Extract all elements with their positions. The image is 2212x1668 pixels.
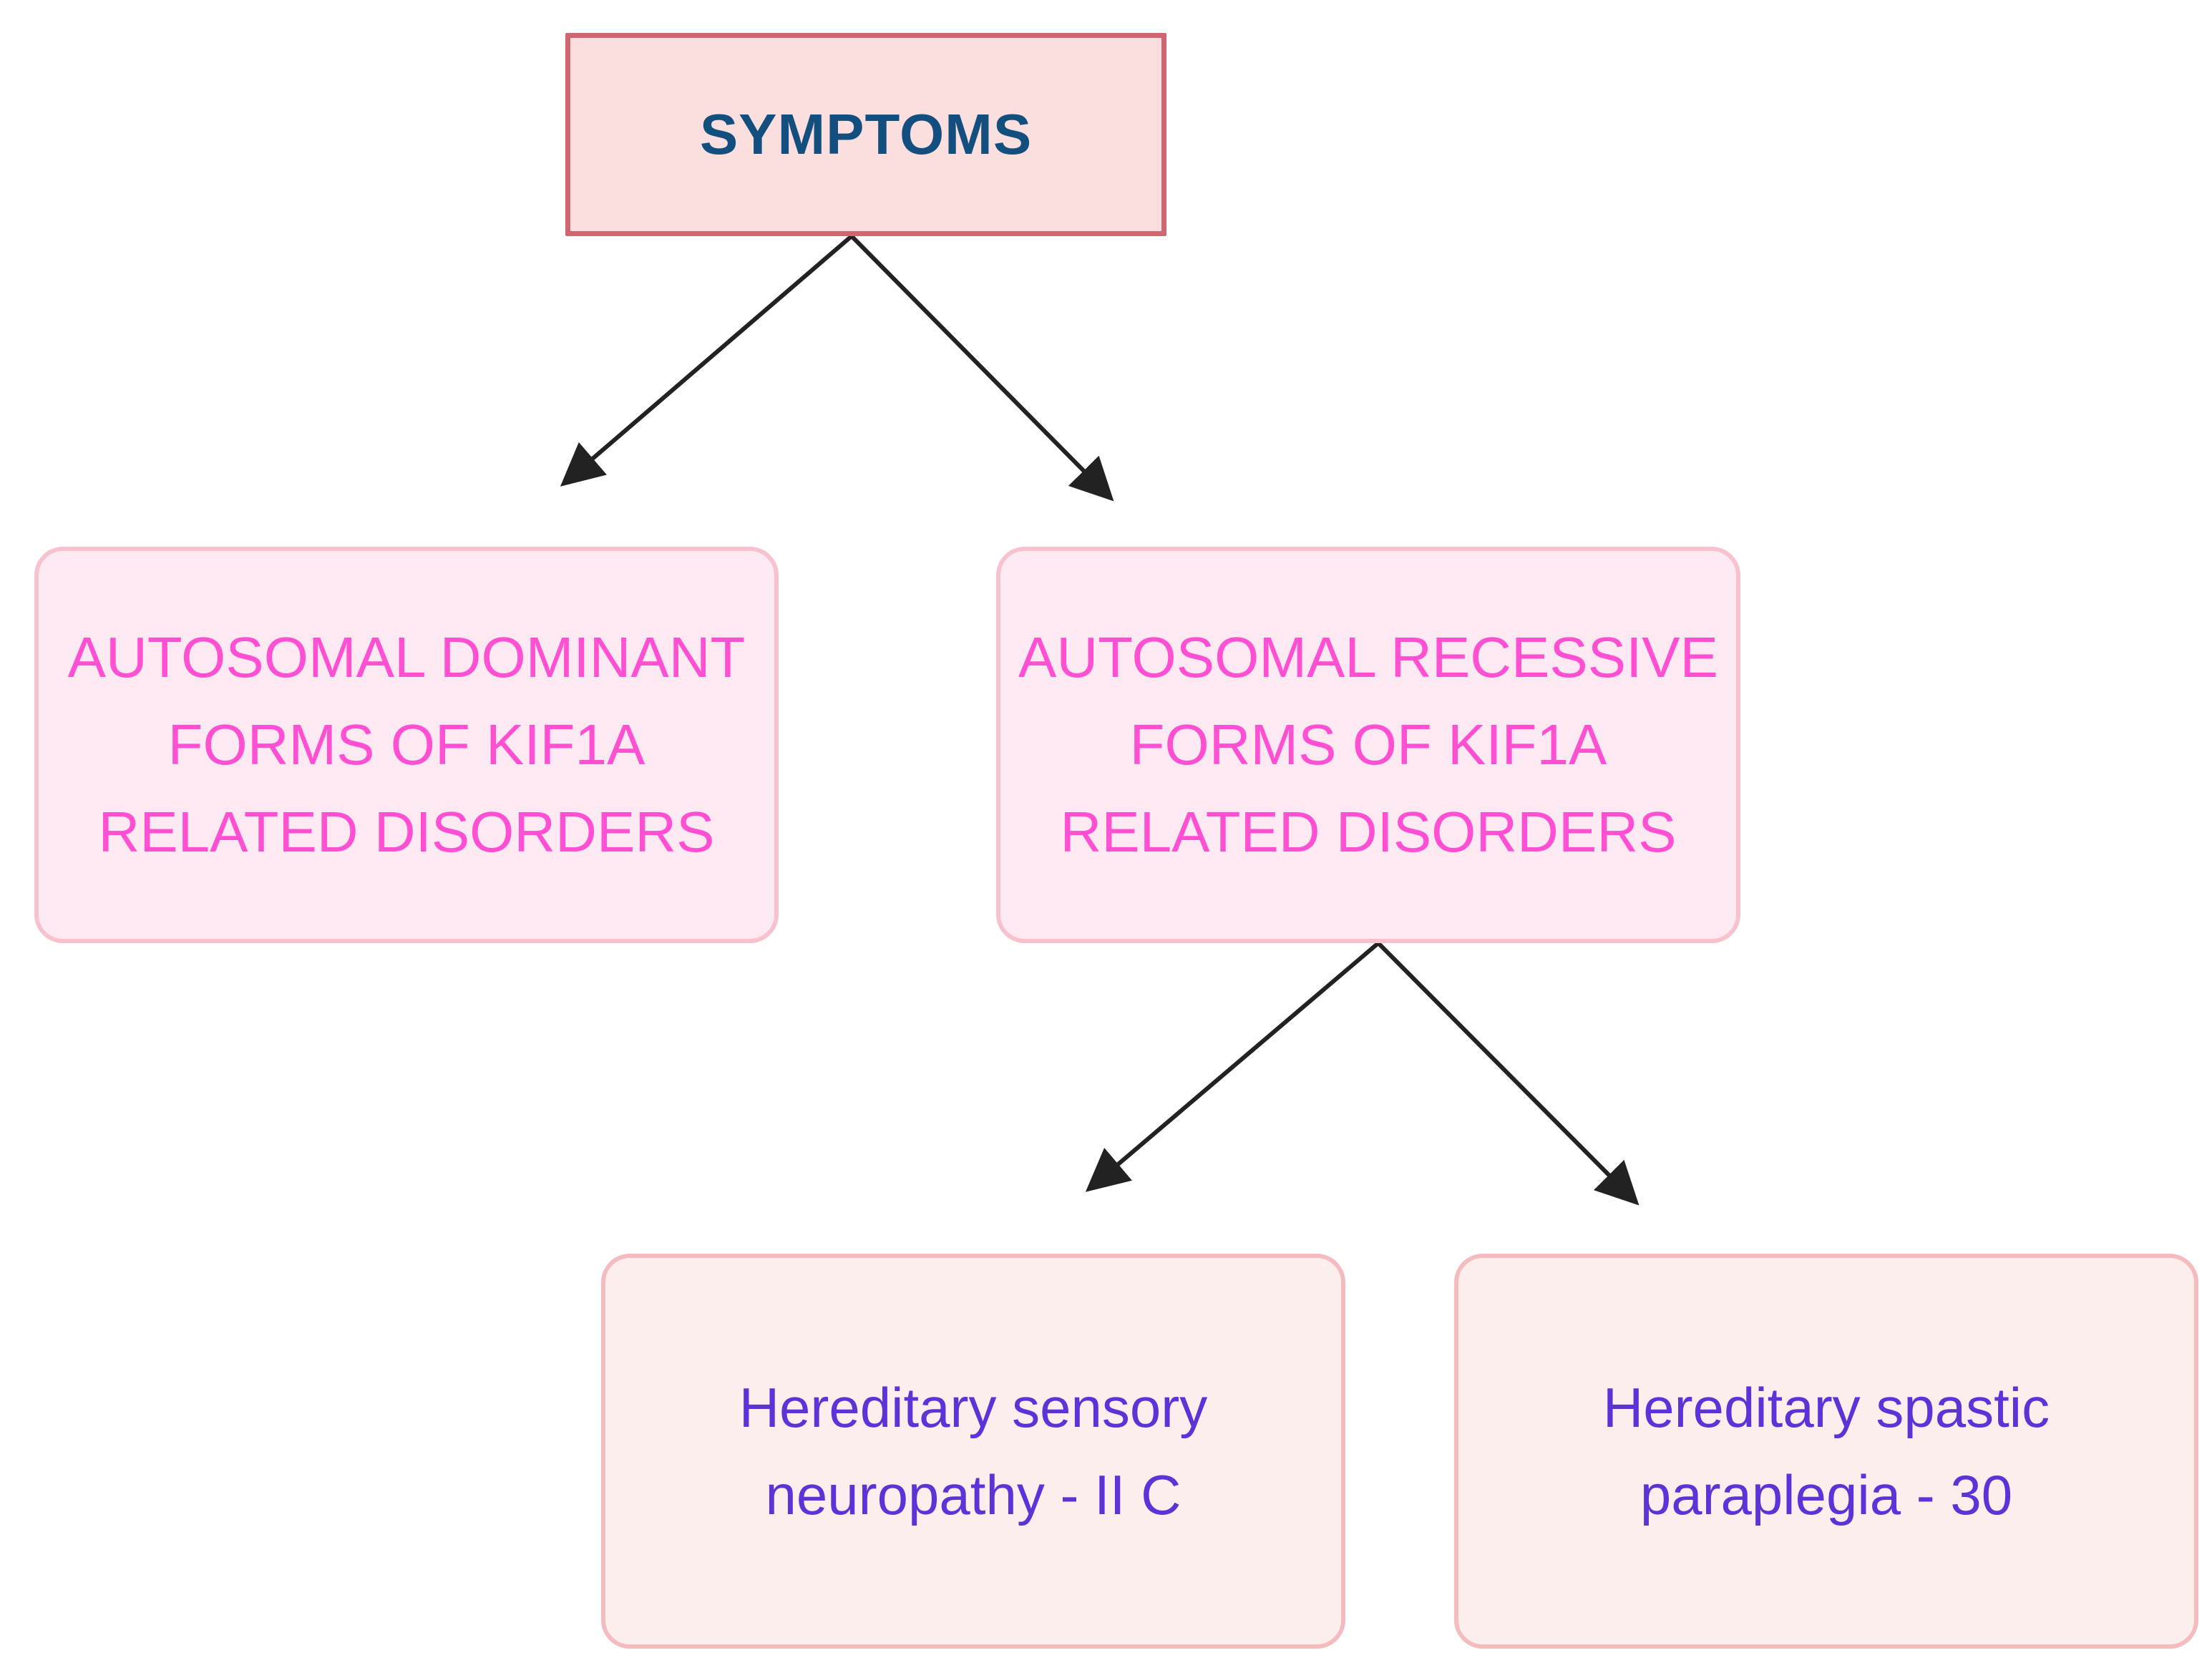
node-label-line: FORMS OF KIF1A: [167, 713, 645, 776]
node-label-line: RELATED DISORDERS: [98, 800, 715, 864]
node-label-line: FORMS OF KIF1A: [1129, 713, 1607, 776]
root-node-label: SYMPTOMS: [699, 102, 1033, 166]
node-label-line: neuropathy - II C: [765, 1463, 1181, 1526]
node-label-line: AUTOSOMAL RECESSIVE: [1018, 625, 1719, 689]
arrow-root-to-recessive: [849, 234, 1114, 502]
node-autosomal-recessive: AUTOSOMAL RECESSIVE FORMS OF KIF1A RELAT…: [996, 547, 1740, 943]
arrow-recessive-to-spastic-paraplegia: [1376, 941, 1639, 1206]
node-hereditary-sensory-neuropathy: Hereditary sensory neuropathy - II C: [601, 1254, 1345, 1649]
node-autosomal-dominant: AUTOSOMAL DOMINANT FORMS OF KIF1A RELATE…: [34, 547, 779, 943]
node-label-line: paraplegia - 30: [1639, 1463, 2013, 1526]
node-label-line: RELATED DISORDERS: [1060, 800, 1677, 864]
node-hereditary-spastic-paraplegia: Hereditary spastic paraplegia - 30: [1454, 1254, 2198, 1649]
node-label-line: AUTOSOMAL DOMINANT: [67, 625, 746, 689]
root-node-symptoms: SYMPTOMS: [565, 33, 1166, 236]
node-label-line: Hereditary spastic: [1602, 1376, 2050, 1439]
arrow-root-to-dominant: [560, 234, 853, 487]
node-label-line: Hereditary sensory: [739, 1376, 1208, 1439]
arrow-recessive-to-sensory-neuropathy: [1085, 941, 1380, 1192]
